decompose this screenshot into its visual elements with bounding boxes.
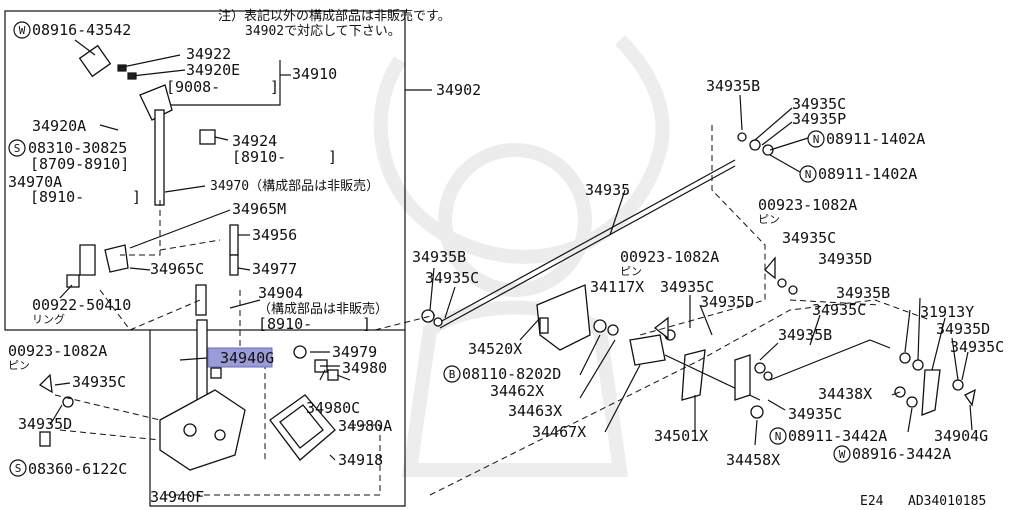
note-line-1: 注）表記以外の構成部品は非販売です。 (218, 8, 451, 24)
label-34980C: 34980C (306, 399, 360, 417)
assembly-box-lower (149, 330, 406, 507)
label-pin-right: ピン (758, 213, 780, 226)
label-34935C-r2: 34935C (812, 301, 866, 319)
label-date-9008-end: ] (270, 78, 279, 96)
marker-n-1: N (813, 133, 820, 146)
label-b08110-8202D: 08110-8202D (462, 365, 561, 383)
label-34924: 34924 (232, 132, 277, 150)
label-34980A: 34980A (338, 417, 392, 435)
label-34935B-mid: 34935B (412, 248, 466, 266)
label-34980: 34980 (342, 359, 387, 377)
label-00923-1082A-mid: 00923-1082A (620, 248, 719, 266)
leaders-left (49, 39, 351, 461)
label-34970A: 34970A (8, 173, 62, 191)
label-34902: 34902 (436, 81, 481, 99)
label-31913Y: 31913Y (920, 303, 974, 321)
label-34904: 34904 (258, 284, 303, 302)
label-34935D-left: 34935D (18, 415, 72, 433)
highlight-34940G (207, 347, 273, 368)
loose-parts-left (38, 373, 74, 447)
label-s08310-30825: 08310-30825 (28, 139, 127, 157)
shifter-assembly (66, 224, 339, 471)
markers: W S S N N B N W (8, 21, 851, 477)
label-34458X: 34458X (726, 451, 780, 469)
label-34965M: 34965M (232, 200, 286, 218)
label-34920A: 34920A (32, 117, 86, 135)
label-n08911-1402A-1: 08911-1402A (826, 130, 925, 148)
footer-code-left: E24 (860, 494, 884, 509)
label-34467X: 34467X (532, 423, 586, 441)
label-34935D-r2: 34935D (936, 320, 990, 338)
label-00923-1082A-right: 00923-1082A (758, 196, 857, 214)
label-34935P: 34935P (792, 110, 846, 128)
label-00923-1082A-left: 00923-1082A (8, 342, 107, 360)
label-34935C-left: 34935C (72, 373, 126, 391)
label-34904-note: （構成部品は非販売） (258, 301, 388, 317)
marker-s-2: S (15, 462, 22, 475)
label-n08911-1402A-2: 08911-1402A (818, 165, 917, 183)
label-34940F: 34940F (150, 488, 204, 506)
leaders-right (429, 94, 973, 446)
label-34956: 34956 (252, 226, 297, 244)
dashed-leaders-right (374, 125, 931, 496)
label-34979: 34979 (332, 343, 377, 361)
label-34463X: 34463X (508, 402, 562, 420)
marker-w-2: W (839, 448, 846, 461)
label-date-8709-8910: [8709-8910] (30, 155, 129, 173)
marker-b-1: B (449, 368, 456, 381)
marker-w-1: W (19, 24, 26, 37)
label-34935C-r3: 34935C (950, 338, 1004, 356)
shift-knob (78, 44, 216, 206)
label-34462X: 34462X (490, 382, 544, 400)
label-date-8910-c: [8910- (258, 315, 312, 333)
label-ring: リング (32, 312, 65, 326)
label-date-8910-c-end: ] (362, 315, 371, 333)
label-34501X: 34501X (654, 427, 708, 445)
label-date-9008: [9008- (166, 78, 220, 96)
label-34920E: 34920E (186, 61, 240, 79)
marker-n-2: N (805, 168, 812, 181)
label-w08916-3442A: 08916-3442A (852, 445, 951, 463)
marker-n-3: N (775, 430, 782, 443)
label-34910: 34910 (292, 65, 337, 83)
label-34935B-top: 34935B (706, 77, 760, 95)
label-date-8910-a-end: ] (328, 148, 337, 166)
label-34935: 34935 (585, 181, 630, 199)
label-34904G: 34904G (934, 427, 988, 445)
label-34935C-top: 34935C (792, 95, 846, 113)
label-34117X: 34117X (590, 278, 644, 296)
footer-code-right: AD34010185 (908, 494, 986, 509)
label-34935B-r: 34935B (836, 284, 890, 302)
label-34935C-mid: 34935C (425, 269, 479, 287)
label-34935C-c: 34935C (660, 278, 714, 296)
label-34935B-low: 34935B (778, 326, 832, 344)
label-34935D-r1: 34935D (818, 250, 872, 268)
rod-assembly-right (421, 132, 976, 419)
label-34935D-c: 34935D (700, 293, 754, 311)
label-00922-50410: 00922-50410 (32, 296, 131, 314)
label-n08911-3442A: 08911-3442A (788, 427, 887, 445)
label-pin-mid: ピン (620, 265, 642, 278)
label-w08916-43542: 08916-43542 (32, 21, 131, 39)
label-date-8910-b-end: ] (132, 188, 141, 206)
label-34520X: 34520X (468, 340, 522, 358)
marker-s-1: S (14, 142, 21, 155)
label-date-8910-a: [8910- (232, 148, 286, 166)
label-34918: 34918 (338, 451, 383, 469)
label-34940G[interactable]: 34940G (220, 349, 274, 367)
label-34438X: 34438X (818, 385, 872, 403)
label-34922: 34922 (186, 45, 231, 63)
label-34935C-r1: 34935C (782, 229, 836, 247)
label-pin-left: ピン (8, 359, 30, 372)
label-34977: 34977 (252, 260, 297, 278)
note-line-2: 34902で対応して下さい。 (245, 24, 401, 39)
label-s08360-6122C: 08360-6122C (28, 460, 127, 478)
label-34970: 34970（構成部品は非販売） (210, 178, 379, 194)
label-34935C-low: 34935C (788, 405, 842, 423)
label-date-8910-b: [8910- (30, 188, 84, 206)
label-34965C: 34965C (150, 260, 204, 278)
